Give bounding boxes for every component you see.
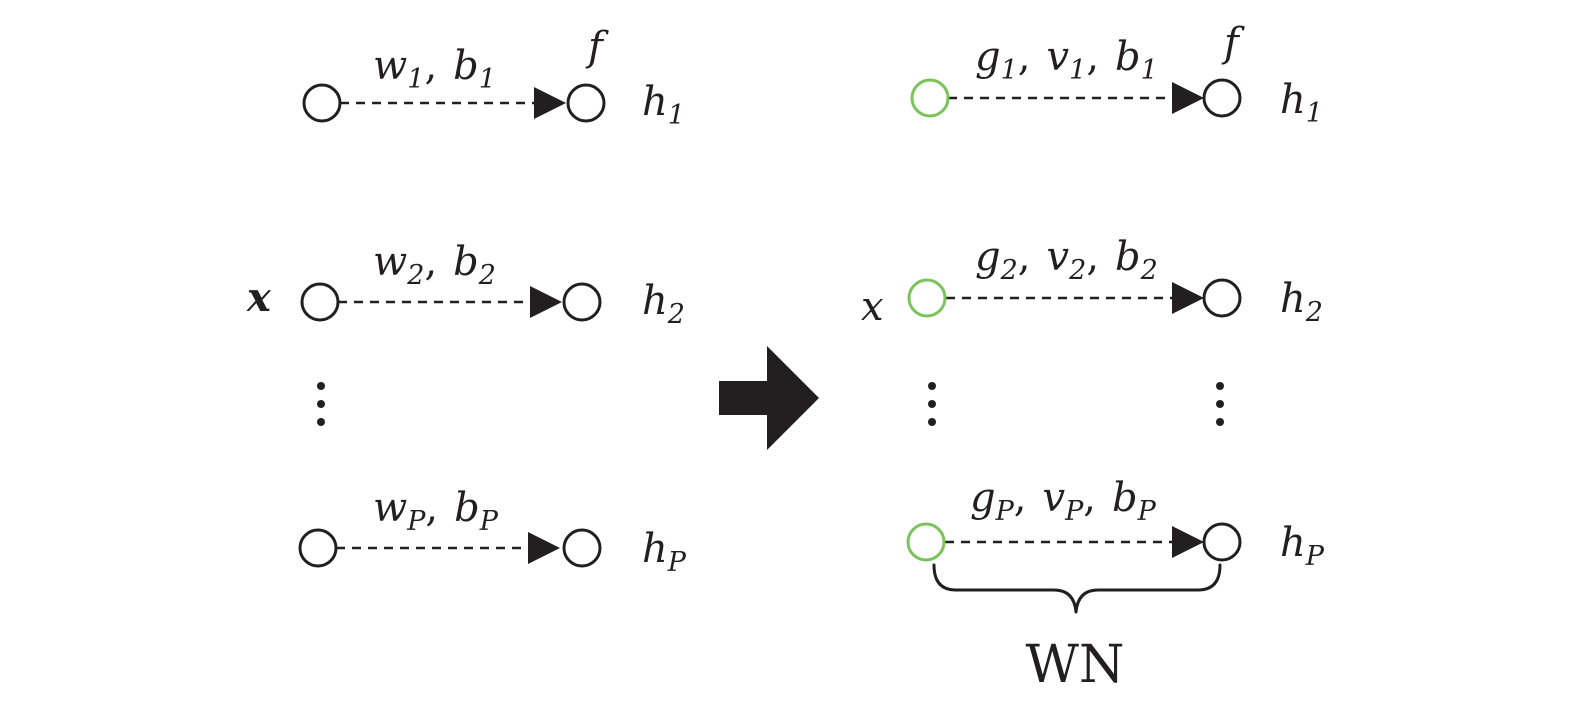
left-arrowhead-2 — [530, 286, 562, 318]
right-output-node-2 — [1202, 278, 1242, 318]
right-output-node-p — [1202, 522, 1242, 562]
right-activation-label: f — [1221, 20, 1245, 66]
right-panel: g1,v1,b1 f h1 g2,v2,b2 x h2 — [861, 20, 1325, 695]
left-input-node-1 — [302, 83, 342, 123]
right-arrowhead-p — [1172, 526, 1204, 558]
left-input-node-2 — [300, 282, 340, 322]
right-arrow-icon — [719, 346, 819, 450]
right-input-node-p — [906, 522, 946, 562]
left-input-label: x — [246, 274, 272, 321]
left-activation-label: f — [585, 24, 609, 70]
left-edge-2-params: w2,b2 — [373, 239, 496, 291]
left-output-label-1: h1 — [642, 79, 685, 131]
right-edge-2-params: g2,v2,b2 — [975, 234, 1158, 286]
right-edge-p-params: gP,vP,bP — [970, 475, 1157, 527]
left-arrowhead-p — [528, 532, 560, 564]
right-row-1: g1,v1,b1 f h1 — [910, 20, 1323, 129]
right-input-node-1 — [910, 78, 950, 118]
left-output-node-p — [562, 528, 602, 568]
right-row-2: g2,v2,b2 x h2 — [861, 234, 1323, 330]
left-edge-p-params: wP,bP — [373, 485, 499, 537]
left-row-1: w1,b1 f h1 — [302, 24, 685, 131]
left-panel: w1,b1 f h1 w2,b2 x h2 wP,bP hP — [246, 24, 687, 578]
right-output-node-1 — [1202, 78, 1242, 118]
left-input-node-p — [298, 528, 338, 568]
right-arrowhead-2 — [1172, 282, 1204, 314]
right-output-label-p: hP — [1280, 520, 1325, 572]
right-vertical-ellipsis-left — [928, 382, 936, 426]
right-vertical-ellipsis-right — [1216, 382, 1224, 426]
right-edge-1-params: g1,v1,b1 — [975, 34, 1158, 86]
left-row-p: wP,bP hP — [298, 485, 687, 578]
wn-label: WN — [1026, 635, 1125, 695]
left-output-label-p: hP — [642, 526, 687, 578]
left-arrowhead-1 — [534, 87, 566, 119]
right-row-p: gP,vP,bP hP — [906, 475, 1325, 572]
left-row-2: w2,b2 x h2 — [246, 239, 685, 330]
wn-brace — [932, 563, 1222, 614]
left-output-node-2 — [562, 282, 602, 322]
left-edge-1-params: w1,b1 — [373, 43, 496, 95]
right-input-label: x — [861, 284, 884, 330]
left-output-label-2: h2 — [642, 278, 685, 330]
left-output-node-1 — [566, 83, 606, 123]
right-input-node-2 — [907, 278, 947, 318]
right-output-label-1: h1 — [1280, 77, 1323, 129]
right-arrowhead-1 — [1172, 82, 1204, 114]
left-vertical-ellipsis — [317, 382, 325, 426]
right-output-label-2: h2 — [1280, 276, 1323, 328]
